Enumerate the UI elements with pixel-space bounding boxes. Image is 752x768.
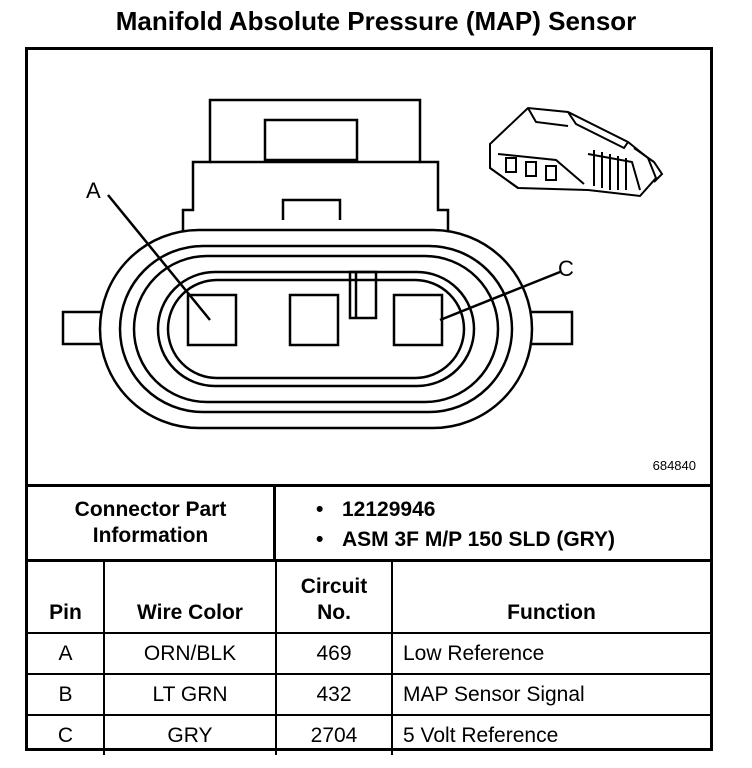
leader-a bbox=[107, 194, 211, 321]
table-row: C GRY 2704 5 Volt Reference bbox=[28, 714, 710, 755]
header-pin: Pin bbox=[28, 562, 105, 634]
header-circuit-line2: No. bbox=[317, 601, 351, 624]
header-function: Function bbox=[391, 562, 710, 634]
figure-number: 684840 bbox=[652, 458, 696, 473]
pin-cell: B bbox=[28, 673, 105, 716]
polarizing-key bbox=[348, 270, 378, 320]
wire-color-cell: LT GRN bbox=[103, 673, 277, 716]
circuit-cell: 432 bbox=[275, 673, 393, 716]
connector-face-drawing bbox=[61, 98, 664, 430]
circuit-cell: 2704 bbox=[275, 714, 393, 755]
outer-shell bbox=[98, 228, 534, 430]
callout-c: C bbox=[558, 256, 574, 281]
function-cell: Low Reference bbox=[391, 632, 710, 675]
wire-color-cell: GRY bbox=[103, 714, 277, 755]
latch-slot bbox=[263, 118, 359, 162]
circuit-cell: 469 bbox=[275, 632, 393, 675]
table-row: A ORN/BLK 469 Low Reference bbox=[28, 632, 710, 675]
terminal-b bbox=[288, 293, 340, 347]
connector-part-list: 12129946 ASM 3F M/P 150 SLD (GRY) bbox=[316, 495, 615, 555]
connector-part-label-line1: Connector Part bbox=[74, 498, 227, 521]
header-circuit: Circuit No. bbox=[275, 562, 393, 634]
wire-color-cell: ORN/BLK bbox=[103, 632, 277, 675]
shell-inner-1 bbox=[118, 244, 514, 414]
connector-part-label-line2: Information bbox=[92, 524, 209, 547]
table-header-row: Pin Wire Color Circuit No. Function bbox=[28, 562, 710, 634]
leader-c bbox=[439, 270, 561, 322]
table-row: B LT GRN 432 MAP Sensor Signal bbox=[28, 673, 710, 716]
connector-part-label: Connector Part Information bbox=[28, 487, 276, 559]
pinout-table: Pin Wire Color Circuit No. Function A OR… bbox=[28, 562, 710, 755]
part-number: 12129946 bbox=[316, 495, 615, 525]
function-cell: 5 Volt Reference bbox=[391, 714, 710, 755]
connector-3d-illustration bbox=[489, 106, 664, 198]
page-title: Manifold Absolute Pressure (MAP) Sensor bbox=[115, 6, 637, 36]
connector-diagram: A C 684840 bbox=[28, 50, 710, 484]
function-cell: MAP Sensor Signal bbox=[391, 673, 710, 716]
terminal-cavity bbox=[156, 270, 476, 388]
shell-inner-2 bbox=[132, 254, 500, 404]
connector-part-info: Connector Part Information 12129946 ASM … bbox=[28, 484, 710, 562]
callout-a: A bbox=[86, 178, 101, 203]
latch-housing bbox=[181, 98, 450, 244]
terminal-a bbox=[186, 293, 238, 347]
latch-tab bbox=[281, 198, 342, 220]
part-description: ASM 3F M/P 150 SLD (GRY) bbox=[316, 525, 615, 555]
header-circuit-line1: Circuit bbox=[300, 575, 368, 598]
diagram-frame: A C 684840 Connector Part Information 12… bbox=[25, 47, 713, 755]
header-wire-color: Wire Color bbox=[103, 562, 277, 634]
pin-cell: A bbox=[28, 632, 105, 675]
cavity-inner bbox=[166, 278, 466, 380]
pin-cell: C bbox=[28, 714, 105, 755]
